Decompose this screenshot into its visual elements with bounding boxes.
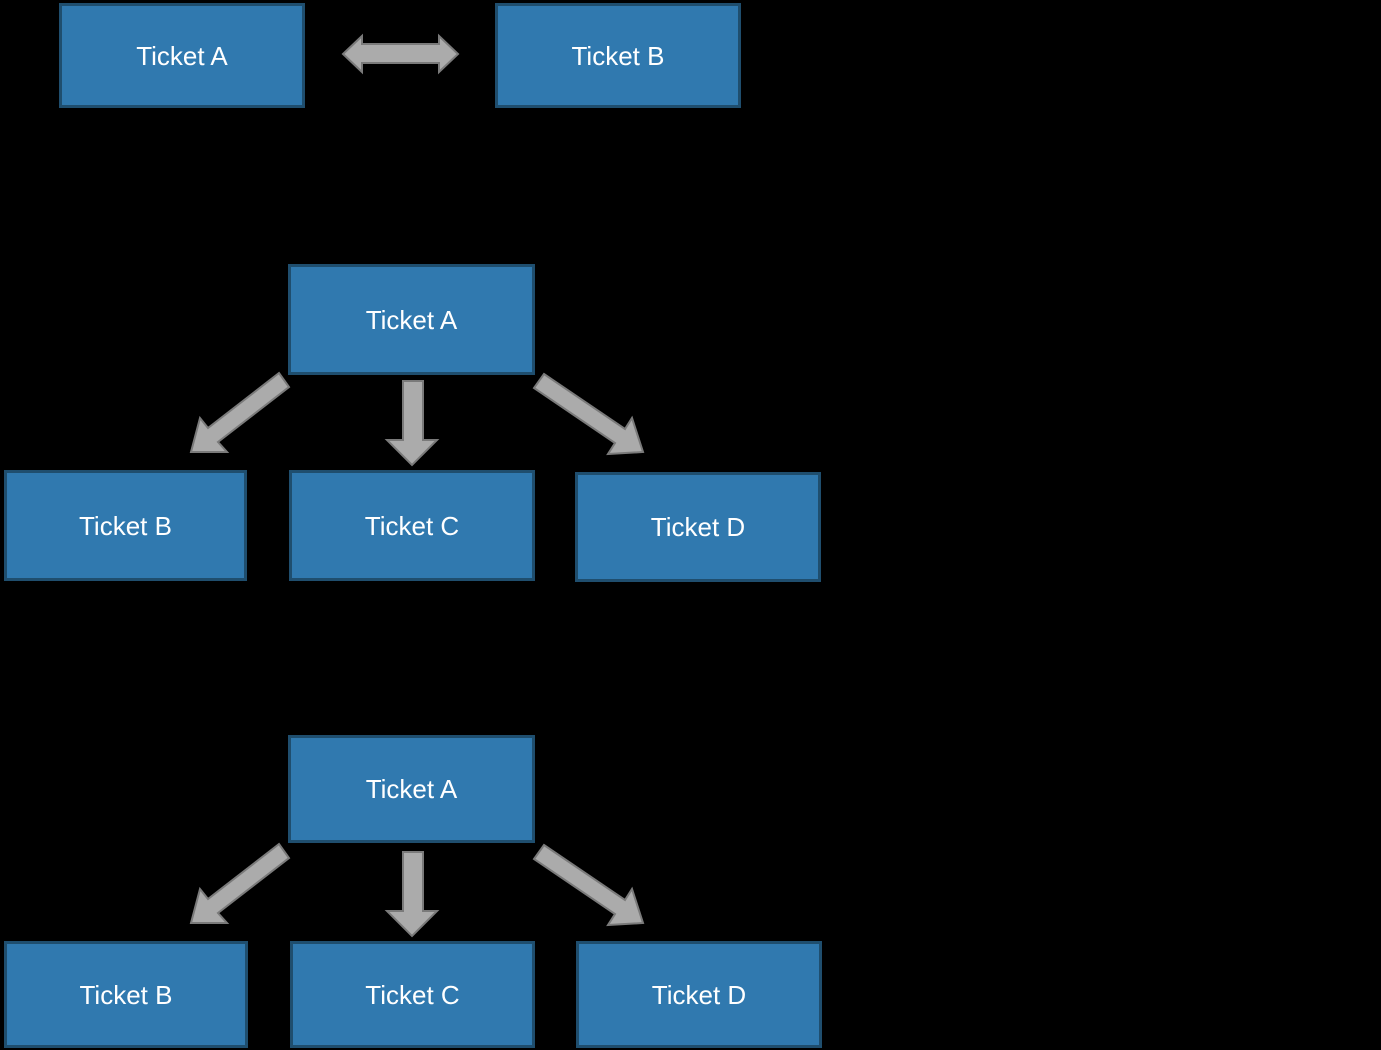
node-label: Ticket C (364, 510, 460, 541)
node-ticket-b-lower: Ticket B (4, 941, 248, 1048)
node-ticket-c-upper: Ticket C (289, 470, 535, 581)
down-right-arrow-icon (532, 843, 645, 927)
node-ticket-c-lower: Ticket C (290, 941, 535, 1048)
down-arrow-icon (384, 851, 440, 938)
node-ticket-b-upper: Ticket B (4, 470, 247, 581)
node-label: Ticket B (79, 979, 173, 1010)
node-ticket-d-upper: Ticket D (575, 472, 821, 582)
down-left-arrow-icon (189, 842, 291, 924)
node-label: Ticket A (365, 774, 458, 804)
node-label: Ticket A (365, 304, 458, 335)
node-ticket-d-lower: Ticket D (576, 941, 822, 1048)
fanout-arrows-lower (189, 842, 645, 938)
node-label: Ticket D (651, 979, 747, 1010)
node-label: Ticket A (136, 40, 228, 71)
node-ticket-a-pair: Ticket A (59, 3, 305, 108)
node-ticket-a-upper: Ticket A (288, 264, 535, 375)
node-ticket-a-lower: Ticket A (288, 735, 535, 843)
down-left-arrow-icon (189, 371, 291, 453)
node-label: Ticket C (365, 979, 460, 1010)
fanout-arrows-upper (189, 371, 645, 467)
node-label: Ticket D (650, 512, 746, 542)
down-arrow-icon (384, 380, 440, 467)
down-right-arrow-icon (532, 372, 645, 456)
bidirectional-arrow-icon (341, 33, 460, 75)
node-label: Ticket B (79, 510, 172, 541)
node-label: Ticket B (571, 40, 665, 71)
node-ticket-b-pair: Ticket B (495, 3, 741, 108)
